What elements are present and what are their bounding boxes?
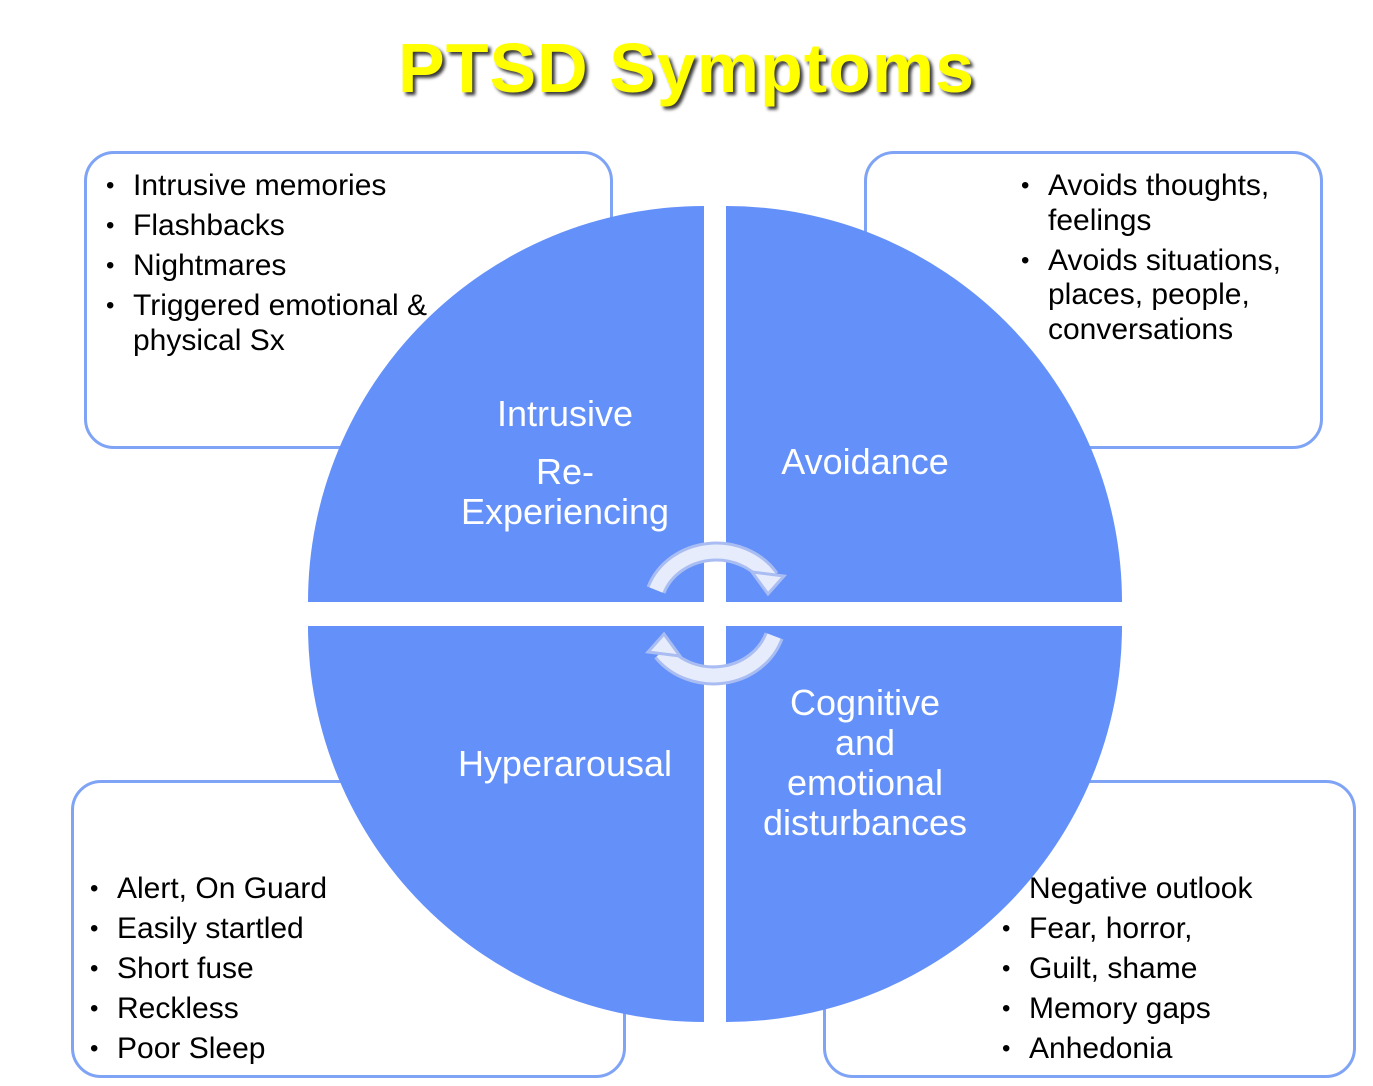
list-item: Short fuse	[88, 952, 508, 987]
label-line: Hyperarousal	[457, 743, 673, 784]
list-item: Guilt, shame	[1000, 952, 1340, 987]
quadrant-label-hyperarousal: Hyperarousal	[430, 744, 700, 784]
label-line: Intrusive	[496, 393, 634, 434]
quadrant-intrusive	[308, 206, 704, 602]
list-item: Alert, On Guard	[88, 872, 508, 907]
list-item: Fear, horror,	[1000, 912, 1340, 947]
quadrant-cognitive	[726, 626, 1122, 1022]
list-item: Memory gaps	[1000, 992, 1340, 1027]
quadrant-avoidance	[726, 206, 1122, 602]
page-title: PTSD Symptoms	[398, 29, 975, 107]
label-line: and	[834, 722, 896, 763]
list-item: Anhedonia	[1000, 1032, 1340, 1067]
intrusive-symptoms-list: Intrusive memories Flashbacks Nightmares…	[104, 169, 449, 364]
quadrant-label-avoidance: Avoidance	[740, 442, 990, 482]
list-item: Avoids situations, places, people, conve…	[1019, 244, 1309, 348]
hyperarousal-symptoms-list: Alert, On Guard Easily startled Short fu…	[88, 872, 508, 1072]
list-item: Easily startled	[88, 912, 508, 947]
list-item: Flashbacks	[104, 209, 449, 244]
list-item: Poor Sleep	[88, 1032, 508, 1067]
quadrant-hyperarousal	[308, 626, 704, 1022]
list-item: Reckless	[88, 992, 508, 1027]
list-item: Avoids thoughts, feelings	[1019, 169, 1309, 238]
label-line: Re-	[535, 451, 594, 492]
quadrant-label-intrusive: Intrusive Re- Experiencing	[430, 394, 700, 532]
label-line: Cognitive	[789, 682, 941, 723]
cycle-arrows-icon	[644, 541, 788, 686]
label-line: Avoidance	[781, 441, 949, 482]
list-item: Intrusive memories	[104, 169, 449, 204]
cognitive-symptoms-list: Negative outlook Fear, horror, Guilt, sh…	[1000, 872, 1340, 1072]
avoidance-symptoms-list: Avoids thoughts, feelings Avoids situati…	[1019, 169, 1309, 353]
label-line: emotional	[786, 762, 944, 803]
list-item: Triggered emotional & physical Sx	[104, 289, 449, 358]
label-line: disturbances	[762, 802, 968, 843]
label-line: Experiencing	[460, 491, 670, 532]
quadrant-label-cognitive: Cognitive and emotional disturbances	[740, 683, 990, 843]
list-item: Nightmares	[104, 249, 449, 284]
